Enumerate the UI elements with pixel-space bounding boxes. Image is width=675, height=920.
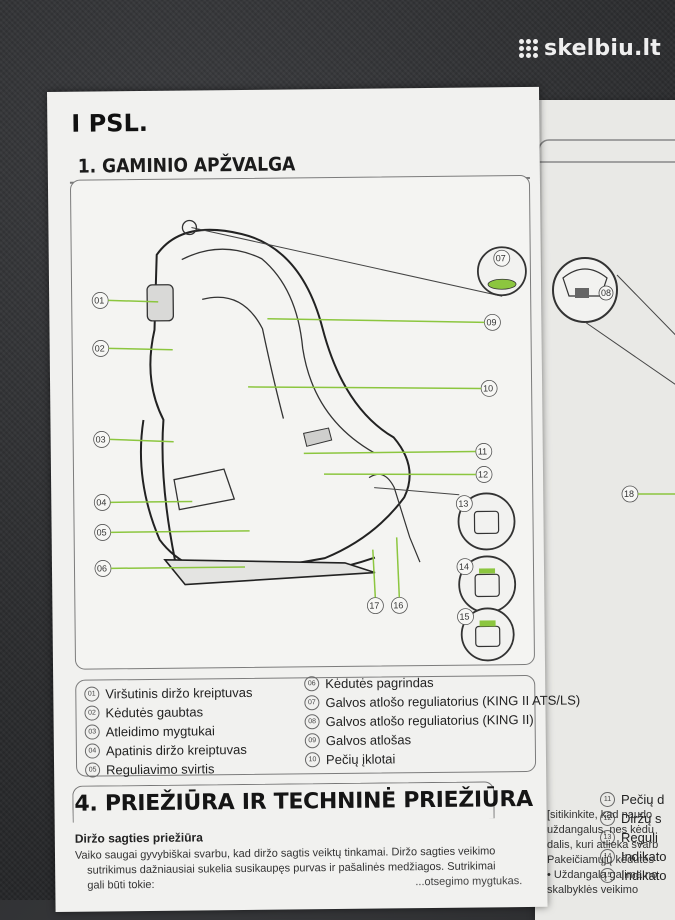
- callout-01: 01: [91, 292, 159, 309]
- svg-text:12: 12: [478, 469, 488, 479]
- section4-title: 4. PRIEŽIŪRA IR TECHNINĖ PRIEŽIŪRA: [74, 786, 533, 817]
- right-text-line: dalis, kuri atlieka svarb: [547, 839, 659, 851]
- callout-13: 13: [374, 487, 516, 551]
- callout-16: 16: [390, 537, 408, 614]
- svg-text:03: 03: [96, 434, 106, 444]
- svg-text:04: 04: [96, 497, 106, 507]
- paragraph-trailing: ...otsegimo mygtukas.: [415, 875, 523, 889]
- section4-subtitle: Diržo sagties priežiūra: [74, 830, 203, 846]
- diagram-frame: 01 02 03 04 05 06 07 09 10 11 12 13: [69, 174, 536, 670]
- callout-03: 03: [93, 431, 174, 448]
- svg-text:15: 15: [459, 612, 469, 622]
- svg-text:10: 10: [483, 383, 493, 393]
- right-text-line: skalbyklės veikimo: [547, 884, 639, 896]
- callout-11: 11: [303, 443, 493, 460]
- callout-15: 15: [457, 607, 515, 662]
- svg-text:17: 17: [369, 601, 379, 611]
- svg-text:11: 11: [478, 446, 487, 456]
- svg-text:14: 14: [459, 562, 469, 572]
- callout-10: 10: [248, 379, 498, 397]
- svg-text:18: 18: [624, 489, 634, 499]
- callout-06: 06: [94, 560, 245, 577]
- right-text-line: uždangalus, nes kėdu: [547, 824, 655, 836]
- watermark-logo: skelbiu.lt: [519, 36, 661, 61]
- section-title: 1. GAMINIO APŽVALGA: [77, 153, 296, 178]
- watermark-text: skelbiu.lt: [544, 36, 661, 61]
- car-seat-diagram: 01 02 03 04 05 06 07 09 10 11 12 13: [91, 219, 527, 662]
- right-page-diagram: 08 18: [538, 139, 675, 660]
- callout-04: 04: [93, 494, 193, 511]
- callout-07: 07: [477, 246, 527, 297]
- page-header: I PSL.: [71, 108, 149, 138]
- svg-text:07: 07: [496, 253, 506, 263]
- right-text-line: [sitikinkite, kad naudo: [547, 809, 653, 821]
- svg-text:05: 05: [97, 527, 107, 537]
- watermark-dots-icon: [519, 39, 539, 58]
- callout-09: 09: [267, 313, 501, 331]
- callout-12: 12: [324, 466, 493, 483]
- svg-text:09: 09: [486, 317, 496, 327]
- callout-17: 17: [366, 549, 384, 614]
- svg-text:16: 16: [393, 600, 403, 610]
- callout-05: 05: [94, 524, 250, 541]
- right-text-line: Pakeičiamųjų kėdutės: [547, 854, 655, 866]
- svg-text:02: 02: [95, 343, 105, 353]
- svg-text:13: 13: [458, 499, 468, 509]
- svg-text:06: 06: [97, 563, 107, 573]
- right-text-line: • Uždangalą galima no: [547, 869, 658, 881]
- callout-02: 02: [92, 340, 173, 357]
- svg-text:08: 08: [601, 288, 611, 298]
- callout-14: 14: [456, 555, 517, 614]
- svg-text:01: 01: [94, 295, 104, 305]
- left-page: I PSL. 1. GAMINIO APŽVALGA 01 02 03 04 0…: [47, 86, 580, 912]
